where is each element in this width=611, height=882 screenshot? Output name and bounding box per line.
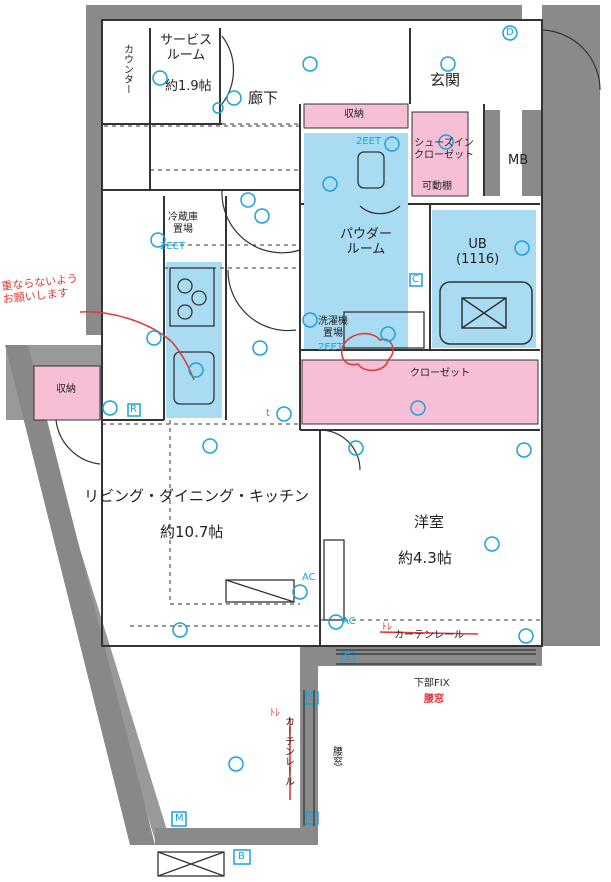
ac-symbol-2: AC: [342, 616, 356, 627]
storage-areas: [33, 103, 539, 425]
bathtub: [439, 281, 533, 345]
curtain-rail-label-1: カーテンレール: [394, 630, 464, 641]
ceiling-lines: [102, 123, 542, 627]
ldk-label: リビング・ダイニング・キッチン: [84, 487, 310, 505]
waist-window-label: 腰窓: [330, 746, 342, 766]
ldk-size: 約10.7帖: [160, 523, 224, 541]
window-lines: [303, 649, 536, 826]
red-rail-note-2: ﾄﾚ: [270, 708, 280, 719]
b-symbol: B: [238, 851, 245, 862]
door-d-symbol: D: [506, 27, 514, 38]
red-rail-note-1: ﾄﾚ: [382, 622, 392, 633]
closet-label: クローゼット: [410, 368, 470, 379]
entrance-label: 玄関: [430, 71, 461, 89]
exterior-walls: [5, 5, 600, 845]
service-room-size: 約1.9帖: [165, 79, 212, 94]
service-room-label: サービス ルーム: [160, 33, 213, 63]
symbol-boxes: [127, 25, 518, 865]
curtain-rail-label-2: カーテンレール: [282, 716, 294, 786]
powder-room-label: パウダー ルーム: [340, 227, 393, 257]
ac-symbol-1: AC: [302, 572, 316, 583]
window-ac-units: [157, 539, 345, 877]
washer-space-label: 洗濯機 置場: [318, 316, 348, 339]
western-room-label: 洋室: [414, 513, 445, 531]
t-symbol: t: [266, 408, 270, 419]
counter-label: カウンター: [121, 44, 133, 94]
s-symbol-1: S: [344, 652, 351, 663]
lower-fix-label: 下部FIX: [414, 678, 450, 689]
mb-label: MB: [508, 153, 529, 168]
sink: [173, 151, 425, 405]
s-symbol-2: S: [308, 692, 315, 703]
red-window-note: 腰窓: [424, 694, 444, 705]
eet-symbol-2: 2EET: [160, 241, 186, 252]
storage-left-label: 収納: [56, 384, 76, 395]
wet-areas: [166, 133, 536, 418]
storage-top-label: 収納: [344, 109, 364, 120]
shoes-in-closet-label: シューズイン クローゼット: [414, 138, 474, 161]
s-symbol-3: S: [308, 812, 315, 823]
eet-symbol-3: 2EET: [318, 342, 344, 353]
eet-symbol-1: 2EET: [356, 136, 382, 147]
corridor-label: 廊下: [248, 89, 279, 107]
r-symbol: R: [130, 404, 137, 415]
c-symbol: C: [412, 274, 419, 285]
electrical-symbols: [102, 56, 534, 772]
m-symbol: M: [175, 813, 184, 824]
western-room-size: 約4.3帖: [398, 549, 452, 567]
fridge-space-label: 冷蔵庫 置場: [168, 212, 198, 235]
movable-shelf-label: 可動棚: [422, 181, 452, 192]
ub-label: UB (1116): [456, 237, 500, 267]
